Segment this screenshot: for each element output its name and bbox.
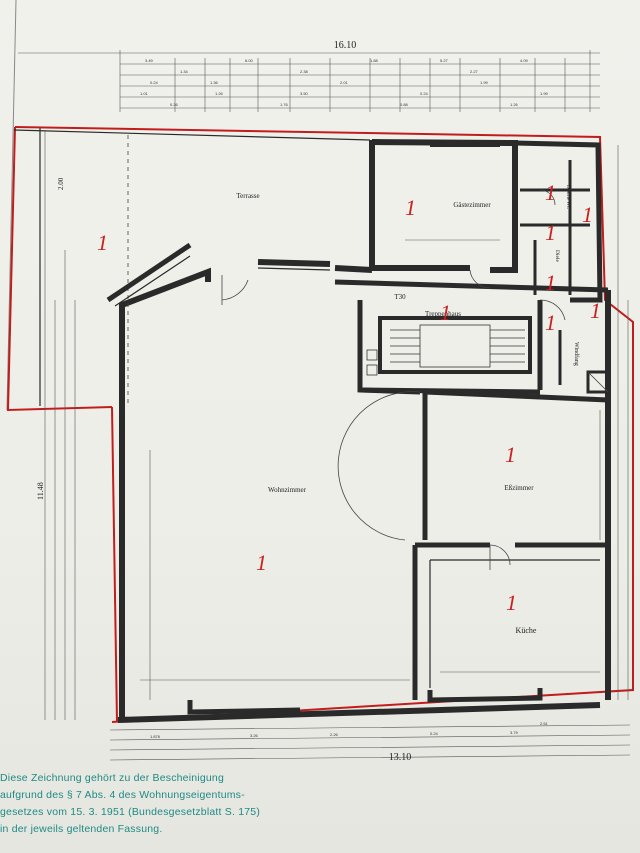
svg-text:0.24: 0.24 xyxy=(420,91,429,96)
svg-text:1.99: 1.99 xyxy=(480,80,489,85)
room-label-stairwell: Treppenhaus xyxy=(425,310,461,318)
room-label-dining-room: Eßzimmer xyxy=(504,484,534,492)
footer-note-line-1: Diese Zeichnung gehört zu der Bescheinig… xyxy=(0,772,224,784)
svg-text:2.27: 2.27 xyxy=(470,69,479,74)
room-label-living-room: Wohnzimmer xyxy=(268,486,307,494)
left-dimension-chain xyxy=(44,130,76,720)
terrace-depth-dimension: 2.00 xyxy=(57,177,65,190)
svg-text:1.26: 1.26 xyxy=(510,102,519,107)
unit-marker-wc-right: 1 xyxy=(582,202,593,227)
room-labels: Terrasse Gästezimmer Treppenhaus Wohnzim… xyxy=(236,185,580,635)
svg-text:3.49: 3.49 xyxy=(145,58,154,63)
svg-text:2.26: 2.26 xyxy=(330,732,339,737)
svg-text:1.01: 1.01 xyxy=(140,91,149,96)
total-width-dimension: 16.10 xyxy=(334,40,357,51)
unit-marker-guest-room: 1 xyxy=(405,195,416,220)
svg-text:1.876: 1.876 xyxy=(150,734,161,739)
unit-marker-stairwell: 1 xyxy=(440,300,451,325)
unit-marker-terrace: 1 xyxy=(97,230,108,255)
svg-text:1.34: 1.34 xyxy=(180,69,189,74)
bottom-dimension-chain: 1.876 3.26 2.26 0.24 3.79 2.51 13.10 xyxy=(109,721,631,763)
room-label-kitchen: Küche xyxy=(516,626,537,635)
unit-markers: 1 1 1 1 1 1 1 1 1 1 1 1 xyxy=(97,180,601,615)
room-label-wardrobe: Windfang xyxy=(573,342,580,366)
svg-text:0.24: 0.24 xyxy=(150,80,159,85)
footer-note-line-2: aufgrund des § 7 Abs. 4 des Wohnungseige… xyxy=(0,789,245,801)
interior-dimensions xyxy=(140,239,601,700)
svg-text:6.00: 6.00 xyxy=(245,58,254,63)
room-label-terrace: Terrasse xyxy=(236,192,259,200)
svg-text:2.51: 2.51 xyxy=(540,721,549,726)
room-label-dielle: Diele xyxy=(554,250,560,262)
room-label-shower-wc: Dusche WC xyxy=(565,185,570,210)
svg-text:1.36: 1.36 xyxy=(210,80,219,85)
svg-text:3.50: 3.50 xyxy=(300,91,309,96)
svg-text:4.09: 4.09 xyxy=(520,58,529,63)
svg-text:3.26: 3.26 xyxy=(250,733,259,738)
unit-marker-living-room: 1 xyxy=(256,550,267,575)
svg-text:2.38: 2.38 xyxy=(300,69,309,74)
footer-note-line-4: in der jeweils geltenden Fassung. xyxy=(0,823,163,835)
svg-text:1.99: 1.99 xyxy=(540,91,549,96)
svg-text:2.01: 2.01 xyxy=(340,80,349,85)
right-dimension-chain xyxy=(617,145,629,700)
staircase xyxy=(366,324,525,376)
unit-marker-right: 1 xyxy=(590,298,601,323)
room-label-guest-room: Gästezimmer xyxy=(453,201,491,209)
height-dimension: 11.48 xyxy=(36,482,45,500)
svg-text:1.76: 1.76 xyxy=(280,102,289,107)
floor-plan-walls xyxy=(13,128,611,723)
svg-text:0.88: 0.88 xyxy=(400,102,409,107)
label-t30: T30 xyxy=(394,293,406,301)
unit-marker-wc: 1 xyxy=(545,220,556,245)
unit-marker-dielle: 1 xyxy=(545,270,556,295)
svg-text:0.26: 0.26 xyxy=(170,102,179,107)
svg-text:0.24: 0.24 xyxy=(430,731,439,736)
svg-text:3.79: 3.79 xyxy=(510,730,519,735)
unit-marker-dining-room: 1 xyxy=(505,442,516,467)
door-swings xyxy=(221,189,566,570)
red-boundary-line xyxy=(6,126,634,723)
unit-marker-shower: 1 xyxy=(545,180,556,205)
footer-note-line-3: gesetzes vom 15. 3. 1951 (Bundesgesetzbl… xyxy=(0,806,261,818)
unit-marker-wardrobe: 1 xyxy=(545,310,556,335)
unit-marker-kitchen: 1 xyxy=(506,590,517,615)
top-dimension-chain: 3.49 6.00 1.88 5.27 4.09 1.34 2.38 2.27 0.24 1… xyxy=(18,40,600,112)
svg-text:1.88: 1.88 xyxy=(370,58,379,63)
svg-text:5.27: 5.27 xyxy=(440,58,449,63)
svg-text:1.26: 1.26 xyxy=(215,91,224,96)
bottom-width-dimension: 13.10 xyxy=(389,752,412,763)
